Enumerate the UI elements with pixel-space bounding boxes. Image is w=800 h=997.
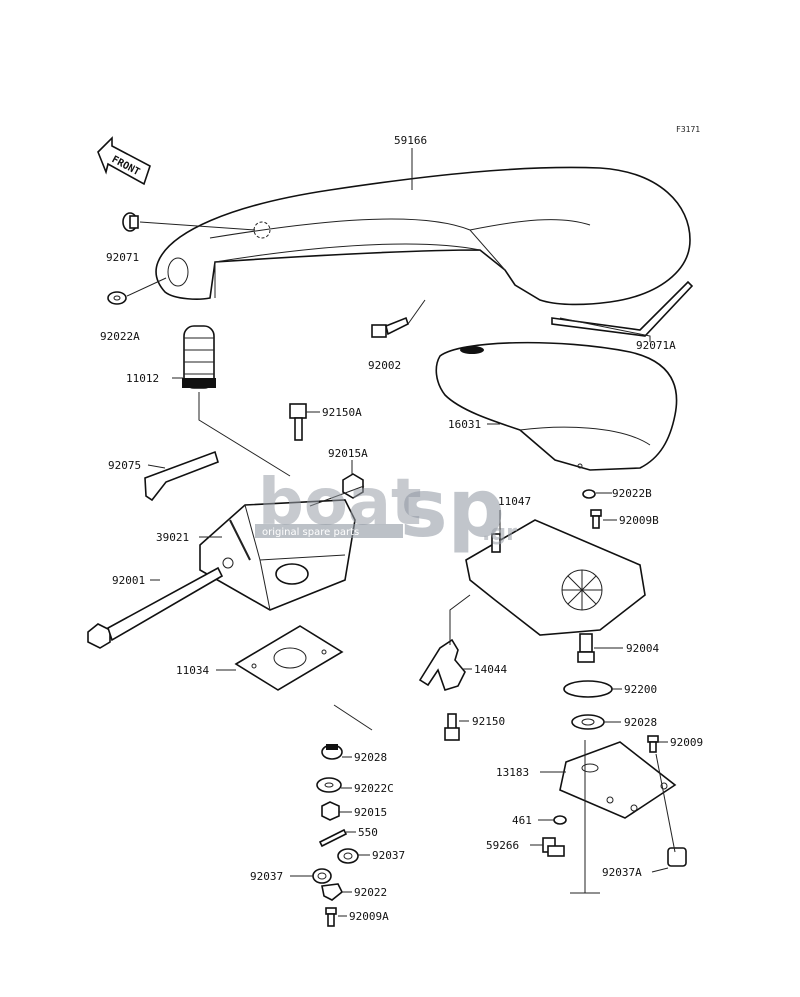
screw-part-92009 [647,735,659,753]
label-92009b: 92009B [619,514,659,527]
label-92001: 92001 [112,574,145,587]
label-92015a: 92015A [328,447,368,460]
grommet-part [122,212,139,232]
pin-part-550 [318,828,348,848]
label-92071: 92071 [106,251,139,264]
label-92028-right: 92028 [624,716,657,729]
watermark-tld: .gr [482,521,517,546]
label-11012: 11012 [126,372,159,385]
watermark-sp: sp [400,462,505,555]
label-59266: 59266 [486,839,519,852]
cover-part-16031 [435,341,678,471]
label-92009: 92009 [670,736,703,749]
screw-part-92009b [590,509,602,529]
bolt-part-92150a [289,403,307,441]
clamp-part-92037a [667,847,687,867]
nut-part-92015 [321,801,340,821]
label-92071a: 92071A [636,339,676,352]
figure-reference: F3171 [676,125,700,134]
label-39021: 39021 [156,531,189,544]
label-92028-left: 92028 [354,751,387,764]
label-461: 461 [512,814,532,827]
label-92200: 92200 [624,683,657,696]
washer-part-92200 [563,680,613,698]
washer-part-92022c [316,777,342,793]
washer-part-92022b [582,489,596,499]
nut-part-461 [553,815,567,825]
fitting-part-59266 [542,837,565,857]
leader-lines [126,148,676,917]
label-92022a: 92022A [100,330,140,343]
label-92150a: 92150A [322,406,362,419]
label-14044: 14044 [474,663,507,676]
plate-part-13183 [559,741,677,819]
gasket-strip-part [551,280,694,337]
label-92004: 92004 [626,642,659,655]
clip-part-14044 [418,638,466,691]
label-92009a: 92009A [349,910,389,923]
label-550: 550 [358,826,378,839]
plate-part-11034 [234,625,344,691]
label-59166: 59166 [394,134,427,147]
label-11047: 11047 [498,495,531,508]
stud-part-92004 [577,633,595,663]
seat-cover-part [155,166,691,306]
label-92075: 92075 [108,459,141,472]
watermark: boat sp .gr original spare parts [255,462,517,555]
clamp-part-92037-left [312,868,332,884]
front-arrow-icon: FRONT [97,136,151,186]
group-bracket-line-right [570,740,600,894]
label-92022b: 92022B [612,487,652,500]
label-16031: 16031 [448,418,481,431]
pad-part-92075 [144,450,219,502]
label-92022: 92022 [354,886,387,899]
label-92022c: 92022C [354,782,394,795]
plate-part-11047 [465,519,646,636]
part-labels: 59166 92071 92022A 92002 92071A 11012 92… [100,134,703,923]
label-92002: 92002 [368,359,401,372]
label-11034: 11034 [176,664,209,677]
clip-part-92022 [321,883,344,901]
washer-part-92028-left [321,744,343,760]
label-92150: 92150 [472,715,505,728]
watermark-tagline: original spare parts [262,527,359,538]
clamp-part-92037-right [337,848,359,864]
label-13183: 13183 [496,766,529,779]
washer-part-92022a [107,291,127,305]
screw-part-92009a [325,907,337,927]
label-92037a: 92037A [602,866,642,879]
group-bracket-line-left [333,704,373,731]
washer-part-92028-right [571,714,605,730]
label-92037-right: 92037 [372,849,405,862]
bolt-part-92001 [87,566,224,649]
bolt-part-92150 [444,713,460,741]
label-92015: 92015 [354,806,387,819]
bolt-part-92002 [371,316,409,338]
bellows-part [182,325,216,389]
label-92037-left: 92037 [250,870,283,883]
